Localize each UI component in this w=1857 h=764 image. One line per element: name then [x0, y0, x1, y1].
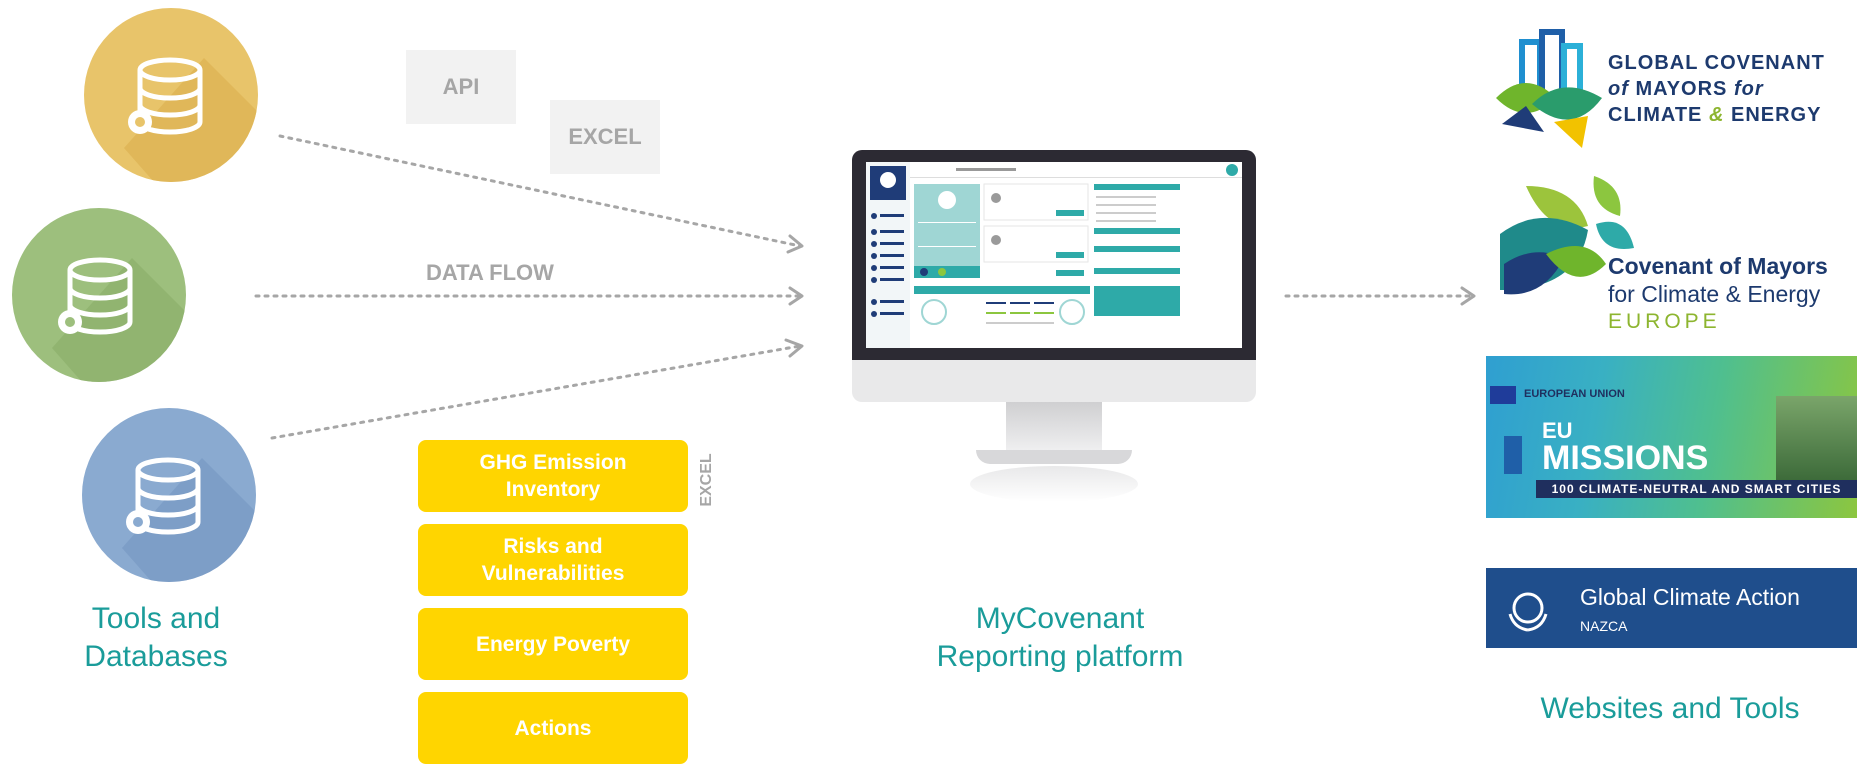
gcom-for: for: [1733, 78, 1764, 100]
database-icon-yellow: [84, 8, 258, 182]
monitor-screen: [866, 162, 1242, 348]
module-energy-poverty-label: Energy Poverty: [475, 632, 631, 656]
gca-subtitle: NAZCA: [1580, 618, 1628, 634]
platform-screenshot-mock: [866, 162, 1242, 348]
module-risks-line1: Risks and: [503, 535, 603, 558]
city-buildings-icon: [1504, 436, 1522, 474]
gca-title: Global Climate Action: [1580, 584, 1800, 610]
com-europe-emblem: [1500, 176, 1634, 295]
com-line1: Covenant of Mayors: [1608, 253, 1828, 279]
eu-missions-banner: EUROPEAN UNION EU MISSIONS 100 CLIMATE-N…: [1486, 356, 1857, 518]
websites-tools-caption: Websites and Tools: [1540, 692, 1800, 725]
module-ghg-emission-inventory: GHG Emission Inventory: [418, 440, 688, 512]
data-flow-label: DATA FLOW: [426, 260, 554, 285]
trees-photo: [1776, 396, 1857, 480]
mycovenant-caption-line1: MyCovenant: [975, 602, 1145, 635]
module-ghg-line1: GHG Emission: [479, 451, 627, 474]
arrow-top-head: [786, 234, 804, 254]
gcom-climate: CLIMATE: [1608, 104, 1703, 126]
monitor-stand-base: [976, 450, 1132, 464]
eu-missions-title1: EU: [1542, 418, 1573, 443]
module-actions: Actions: [418, 692, 688, 764]
gcom-of: of: [1608, 78, 1629, 100]
database-icon-green: [12, 208, 186, 382]
arrow-middle-head: [788, 286, 804, 306]
eu-missions-title2: MISSIONS: [1542, 439, 1709, 477]
tools-databases-caption: Tools and Databases: [56, 600, 256, 676]
arrow-right-head: [1460, 286, 1476, 306]
module-ghg-line2: Inventory: [505, 478, 601, 501]
gcom-energy: ENERGY: [1730, 104, 1822, 126]
gca-nazca-logo: Global Climate Action NAZCA: [1486, 568, 1857, 648]
module-actions-label: Actions: [514, 716, 592, 740]
gcom-ampersand: &: [1708, 104, 1725, 126]
excel-label: EXCEL: [550, 100, 660, 174]
eu-flag-icon: [1490, 386, 1516, 404]
module-risks-vulnerabilities: Risks and Vulnerabilities: [418, 524, 688, 596]
excel-vertical-text: EXCEL: [698, 453, 715, 507]
com-europe-logo: Covenant of Mayors for Climate & Energy …: [1496, 174, 1857, 334]
module-energy-poverty: Energy Poverty: [418, 608, 688, 680]
eu-missions-subtitle: 100 CLIMATE-NEUTRAL AND SMART CITIES: [1536, 480, 1857, 498]
gcom-mayors: MAYORS: [1635, 78, 1728, 100]
mycovenant-caption: MyCovenant Reporting platform: [920, 600, 1200, 676]
module-risks-line2: Vulnerabilities: [481, 562, 625, 585]
database-icon-blue: [82, 408, 256, 582]
tools-caption-line2: Databases: [84, 640, 228, 673]
api-label: API: [406, 50, 516, 124]
com-line2: for Climate & Energy: [1608, 281, 1821, 307]
un-climate-emblem-icon: [1508, 592, 1548, 632]
arrow-top-line: [278, 134, 802, 248]
gcom-logo: GLOBAL COVENANT of MAYORS for CLIMATE & …: [1492, 28, 1857, 148]
mycovenant-caption-line2: Reporting platform: [936, 640, 1184, 673]
excel-vertical-label: EXCEL: [690, 452, 724, 508]
arrow-bottom-line: [270, 344, 802, 440]
tools-caption-line1: Tools and: [91, 602, 221, 635]
arrow-bottom-head: [784, 338, 804, 358]
gcom-emblem: [1496, 29, 1602, 148]
monitor-reflection: [970, 466, 1138, 502]
com-line3: EUROPE: [1608, 310, 1721, 333]
gcom-line1: GLOBAL COVENANT: [1608, 52, 1825, 74]
monitor-stand-neck: [1006, 402, 1102, 452]
eu-union-label: EUROPEAN UNION: [1524, 388, 1625, 400]
